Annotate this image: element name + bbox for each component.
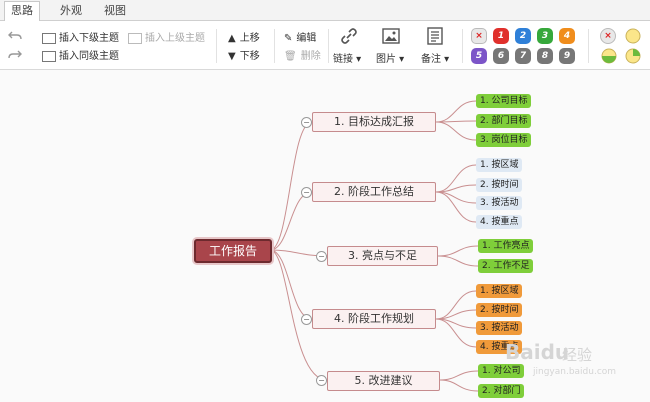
subtopic[interactable]: 1. 工作亮点	[478, 239, 534, 253]
link-icon[interactable]	[340, 27, 358, 45]
arrow-down-icon: ▼	[228, 51, 236, 62]
redo-icon[interactable]	[8, 47, 22, 61]
edit-button[interactable]: ✎编辑	[284, 33, 317, 44]
insert-parent-topic-icon	[128, 32, 142, 44]
branch-topic[interactable]: 3. 亮点与不足	[327, 246, 438, 266]
priority-6-icon[interactable]: 6	[493, 48, 509, 64]
divider	[328, 29, 329, 63]
subtopic[interactable]: 4. 按重点	[476, 340, 523, 354]
undo-icon[interactable]	[8, 28, 22, 42]
tab-appearance[interactable]: 外观	[60, 4, 82, 17]
subtopic[interactable]: 2. 对部门	[478, 384, 525, 398]
subtopic[interactable]: 3. 按活动	[476, 321, 523, 335]
baidu-watermark: Baidu	[505, 340, 570, 364]
priority-5-icon[interactable]: 5	[471, 48, 487, 64]
branch-topic[interactable]: 4. 阶段工作规划	[312, 309, 436, 329]
subtopic[interactable]: 2. 工作不足	[478, 259, 534, 273]
delete-button[interactable]: 🗑删除	[284, 51, 321, 62]
collapse-toggle[interactable]: −	[316, 251, 327, 262]
image-dropdown[interactable]: 图片 ▾	[376, 54, 405, 65]
subtopic[interactable]: 1. 对公司	[478, 364, 525, 378]
insert-subtopic-button[interactable]: 插入下级主题	[42, 29, 119, 44]
progress-half-icon[interactable]	[600, 47, 618, 65]
priority-1-icon[interactable]: 1	[493, 28, 509, 44]
subtopic[interactable]: 2. 按时间	[476, 303, 523, 317]
subtopic[interactable]: 3. 按活动	[476, 196, 523, 210]
priority-2-icon[interactable]: 2	[515, 28, 531, 44]
divider	[588, 29, 589, 63]
subtopic[interactable]: 1. 公司目标	[476, 94, 532, 108]
collapse-toggle[interactable]: −	[316, 375, 327, 386]
insert-subtopic-icon	[42, 32, 56, 44]
divider	[216, 29, 217, 63]
subtopic[interactable]: 4. 按重点	[476, 215, 523, 229]
priority-clear-icon[interactable]: ×	[471, 28, 487, 44]
watermark-suffix: 经验	[562, 346, 593, 364]
collapse-toggle[interactable]: −	[301, 117, 312, 128]
priority-3-icon[interactable]: 3	[537, 28, 553, 44]
divider	[462, 29, 463, 63]
progress-clear-icon[interactable]: ×	[600, 28, 616, 44]
note-icon[interactable]	[426, 27, 444, 45]
tab-ideas[interactable]: 思路	[4, 1, 40, 22]
subtopic[interactable]: 1. 按区域	[476, 284, 523, 298]
insert-sibling-topic-button[interactable]: 插入同级主题	[42, 47, 119, 62]
progress-quarter-icon[interactable]	[624, 47, 642, 65]
subtopic[interactable]: 1. 按区域	[476, 158, 523, 172]
subtopic[interactable]: 2. 按时间	[476, 178, 523, 192]
subtopic[interactable]: 3. 岗位目标	[476, 133, 532, 147]
pencil-icon: ✎	[284, 33, 293, 44]
image-icon[interactable]	[382, 27, 400, 45]
mindmap-canvas[interactable]: 工作报告 − 1. 目标达成汇报 1. 公司目标 2. 部门目标 3. 岗位目标…	[0, 70, 650, 402]
branch-topic[interactable]: 5. 改进建议	[327, 371, 440, 391]
ribbon-tab-bar: 思路 外观 视图	[0, 0, 650, 22]
priority-4-icon[interactable]: 4	[559, 28, 575, 44]
subtopic[interactable]: 2. 部门目标	[476, 114, 532, 128]
priority-7-icon[interactable]: 7	[515, 48, 531, 64]
note-dropdown[interactable]: 备注 ▾	[421, 54, 450, 65]
link-dropdown[interactable]: 链接 ▾	[333, 54, 362, 65]
root-topic[interactable]: 工作报告	[194, 239, 272, 263]
watermark-url: jingyan.baidu.com	[533, 367, 617, 377]
insert-parent-topic-button[interactable]: 插入上级主题	[128, 29, 205, 44]
collapse-toggle[interactable]: −	[301, 187, 312, 198]
trash-icon: 🗑	[284, 51, 297, 62]
divider	[274, 29, 275, 63]
priority-8-icon[interactable]: 8	[537, 48, 553, 64]
insert-sibling-topic-icon	[42, 50, 56, 62]
collapse-toggle[interactable]: −	[301, 314, 312, 325]
progress-0-icon[interactable]	[624, 27, 642, 45]
move-up-button[interactable]: ▲上移	[228, 33, 260, 44]
priority-9-icon[interactable]: 9	[559, 48, 575, 64]
tab-view[interactable]: 视图	[104, 4, 126, 17]
branch-topic[interactable]: 1. 目标达成汇报	[312, 112, 436, 132]
arrow-up-icon: ▲	[228, 33, 236, 44]
branch-topic[interactable]: 2. 阶段工作总结	[312, 182, 436, 202]
move-down-button[interactable]: ▼下移	[228, 51, 260, 62]
toolbar: 插入下级主题 插入上级主题 插入同级主题 ▲上移 ▼下移 ✎编辑 🗑删除 链接 …	[0, 21, 650, 70]
